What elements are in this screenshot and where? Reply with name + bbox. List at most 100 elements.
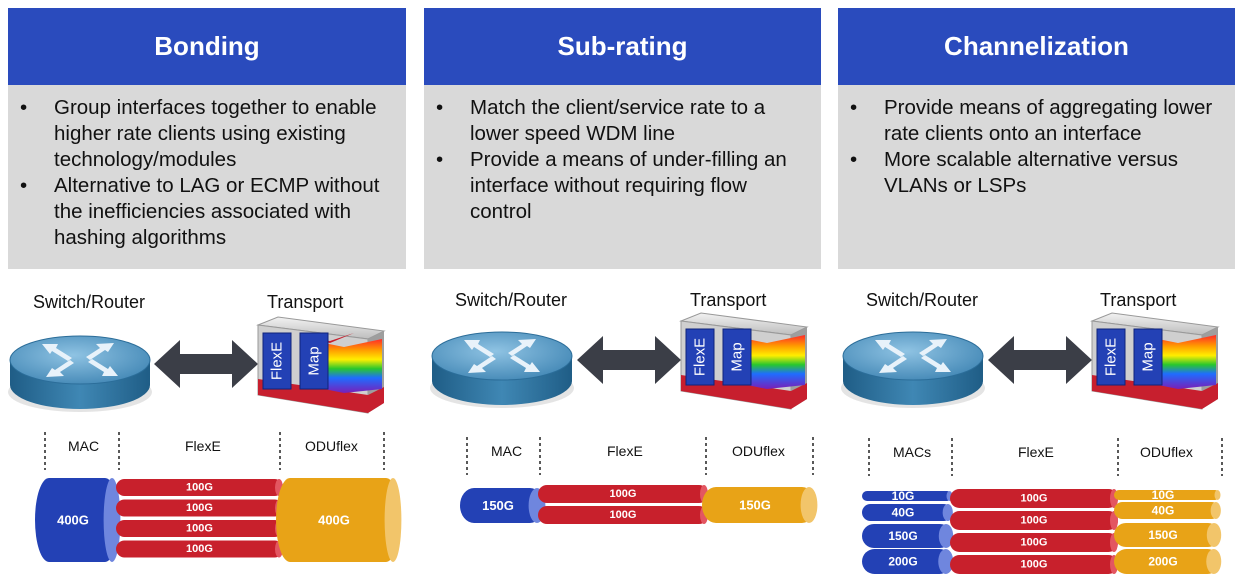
switch-router-label: Switch/Router [33,292,146,312]
bullet-list: Match the client/service rate to a lower… [424,85,821,225]
flexe-module: FlexE [1096,328,1126,386]
map-module: Map [722,328,752,386]
flexe-lane [116,520,283,537]
oduflex-pipe-label: 40G [1152,504,1175,518]
bullet-item: Provide means of aggregating lower rate … [850,95,1227,147]
mac-pipe-label: 200G [888,555,917,569]
mac-pipe [862,491,952,501]
oduflex-pipe [276,478,400,562]
pipe-diagram: 400G 100G 100G 100G 100G 400G 150G 100G 100G 150G… [35,478,1222,574]
flexe-lane-label: 100G [186,502,213,514]
flexe-lane [950,489,1118,508]
flexe-lane [950,533,1118,552]
oduflex-pipe-cap [800,487,818,523]
flexe-lane [116,499,283,517]
flexe-lane-label: 100G [186,523,213,535]
mac-pipe [862,504,952,521]
flexe-module-label: FlexE [269,342,286,380]
map-module-label: Map [1140,342,1157,371]
panel-title: Channelization [838,8,1235,85]
bullet-list: Group interfaces together to enable high… [8,85,406,251]
bullet-item: Group interfaces together to enable high… [20,95,398,173]
oduflex-pipe-cap [1210,502,1221,519]
oduflex-pipe [702,487,816,523]
oduflex-section-label: ODUflex [305,438,358,454]
transport-label: Transport [690,290,767,310]
map-module-label: Map [306,346,323,375]
mac-pipe-cap [938,524,954,548]
oduflex-pipe-label: 150G [1148,528,1177,542]
panel-title: Bonding [8,8,406,85]
oduflex-pipe-cap [1206,549,1222,574]
bidirectional-arrow-icon [154,340,258,388]
flexe-lane-label: 100G [1021,515,1048,527]
router-icon [430,331,574,408]
flexe-lane [950,555,1118,574]
mac-pipe [862,524,952,548]
bullet-item: Provide a means of under-filling an inte… [436,147,813,225]
mac-pipe [460,488,544,523]
flexe-lane [538,506,708,524]
switch-router-label: Switch/Router [455,290,568,310]
bullet-item: Match the client/service rate to a lower… [436,95,813,147]
oduflex-pipe-label: 10G [1152,488,1175,502]
mac-pipe [35,478,119,562]
flexe-module-label: FlexE [1103,338,1120,376]
flexe-lane-label: 100G [1021,493,1048,505]
mac-pipe-label: 150G [888,529,917,543]
flexe-lane [116,540,283,558]
map-module-label: Map [729,342,746,371]
oduflex-pipe [1114,502,1220,519]
mac-pipe-label: 150G [482,498,514,513]
flexe-lane-label: 100G [1021,537,1048,549]
bullet-list: Provide means of aggregating lower rate … [838,85,1235,199]
oduflex-pipe-label: 150G [739,498,771,513]
panel-body: Provide means of aggregating lower rate … [838,85,1235,269]
mac-pipe-label: 400G [57,513,89,528]
oduflex-pipe [1114,549,1220,574]
mac-pipe-cap [938,549,954,574]
oduflex-pipe [1114,490,1220,500]
flexe-lane-label: 100G [186,482,213,494]
mac-pipe-cap [942,504,953,521]
transport-label: Transport [267,292,344,312]
panel-body: Group interfaces together to enable high… [8,85,406,269]
mac-section-label: MAC [491,443,523,459]
flexe-module-label: FlexE [692,338,709,376]
mac-section-label: MAC [68,438,100,454]
mac-pipe [862,549,952,574]
flexe-lane [950,511,1118,530]
flexe-lane-label: 100G [1021,559,1048,571]
transport-label: Transport [1100,290,1177,310]
flexe-lane-label: 100G [186,543,213,555]
flexe-lane-label: 100G [610,509,637,521]
flexe-section-label: FlexE [185,438,221,454]
flexe-lane-label: 100G [610,488,637,500]
switch-router-label: Switch/Router [866,290,979,310]
mac-pipe-label: 10G [892,489,915,503]
section-dividers [44,432,1223,476]
bidirectional-arrow-icon [988,336,1092,384]
mac-pipe-label: 40G [892,506,915,520]
flexe-section-label: FlexE [1018,444,1054,460]
oduflex-pipe-cap [1206,523,1222,547]
oduflex-pipe-cap [1214,490,1221,500]
mac-pipe-cap [103,478,121,562]
panel-body: Match the client/service rate to a lower… [424,85,821,269]
oduflex-pipe-label: 400G [318,513,350,528]
oduflex-pipe-cap [384,478,402,562]
bullet-item: More scalable alternative versus VLANs o… [850,147,1227,199]
bullet-item: Alternative to LAG or ECMP without the i… [20,173,398,251]
oduflex-pipe-label: 200G [1148,555,1177,569]
router-icon [841,331,985,408]
oduflex-section-label: ODUflex [1140,444,1193,460]
oduflex-section-label: ODUflex [732,443,785,459]
map-module: Map [299,332,329,390]
flexe-module: FlexE [685,328,715,386]
flexe-module: FlexE [262,332,292,390]
map-module: Map [1133,328,1163,386]
flexe-section-label: FlexE [607,443,643,459]
router-icon [8,335,152,412]
mac-section-label: MACs [893,444,932,460]
